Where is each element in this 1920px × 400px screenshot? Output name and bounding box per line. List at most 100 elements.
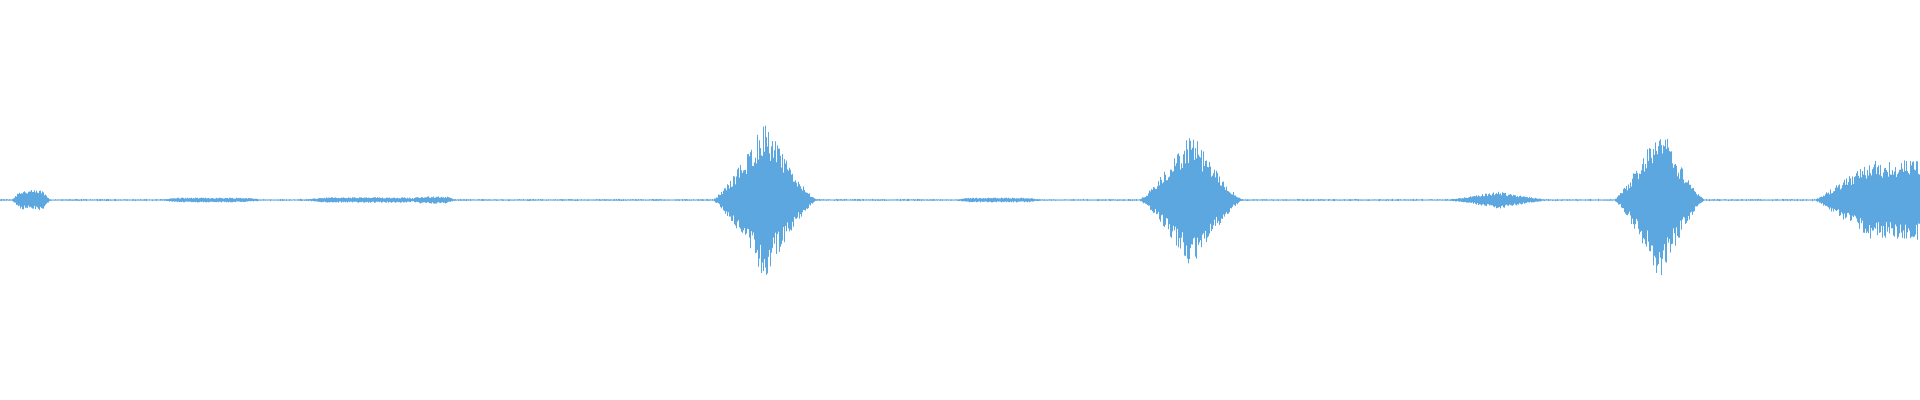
waveform-sample-bar (1535, 197, 1536, 202)
waveform-sample-bar (288, 199, 289, 201)
waveform-sample-bar (1731, 199, 1732, 201)
waveform-sample-bar (134, 199, 135, 201)
waveform-sample-bar (1104, 199, 1105, 201)
waveform-sample-bar (1772, 199, 1773, 202)
waveform-sample-bar (234, 198, 235, 202)
waveform-sample-bar (1779, 199, 1780, 201)
waveform-sample-bar (1328, 199, 1329, 201)
waveform-sample-bar (566, 199, 567, 201)
waveform-sample-bar (284, 199, 285, 201)
waveform-sample-bar (1670, 151, 1671, 253)
waveform-sample-bar (1333, 199, 1334, 202)
waveform-sample-bar (825, 199, 826, 201)
waveform-sample-bar (872, 198, 873, 201)
waveform-sample-bar (1805, 199, 1806, 201)
waveform-sample-bar (302, 199, 303, 201)
waveform-sample-bar (1589, 199, 1590, 201)
waveform-sample-bar (1579, 199, 1580, 201)
waveform-sample-bar (932, 199, 933, 201)
waveform-sample-bar (599, 199, 600, 201)
waveform-sample-bar (396, 198, 397, 203)
waveform-sample-bar (959, 199, 960, 202)
waveform-sample-bar (1048, 199, 1049, 201)
waveform-sample-bar (1681, 167, 1682, 230)
waveform-sample-bar (1381, 199, 1382, 201)
waveform-sample-bar (1622, 193, 1623, 209)
waveform-sample-bar (942, 199, 943, 201)
waveform-sample-bar (1158, 181, 1159, 212)
waveform-sample-bar (1539, 198, 1540, 202)
waveform-sample-bar (1515, 195, 1516, 205)
waveform-sample-bar (521, 199, 522, 201)
waveform-sample-bar (859, 199, 860, 201)
waveform-sample-bar (946, 199, 947, 201)
waveform-sample-bar (851, 199, 852, 201)
waveform-sample-bar (1580, 199, 1581, 201)
waveform-sample-bar (1841, 188, 1842, 213)
waveform-sample-bar (1121, 199, 1122, 201)
waveform-sample-bar (1584, 199, 1585, 201)
waveform-sample-bar (1675, 164, 1676, 246)
waveform-sample-bar (1122, 199, 1123, 201)
waveform-sample-bar (1796, 199, 1797, 201)
waveform-sample-bar (1788, 199, 1789, 201)
waveform-sample-bar (747, 154, 748, 229)
waveform-sample-bar (769, 153, 770, 250)
waveform-sample-bar (1563, 199, 1564, 201)
waveform-sample-bar (598, 199, 599, 201)
waveform-sample-bar (1244, 199, 1245, 201)
waveform-sample-bar (1616, 198, 1617, 202)
waveform-sample-bar (1230, 193, 1231, 209)
waveform-sample-bar (720, 195, 721, 208)
waveform-sample-bar (1518, 197, 1519, 205)
waveform-sample-bar (1192, 147, 1193, 245)
waveform-sample-bar (601, 199, 602, 201)
waveform-sample-bar (29, 191, 30, 208)
waveform-sample-bar (14, 197, 15, 203)
waveform-sample-bar (1043, 199, 1044, 201)
waveform-sample-bar (1184, 150, 1185, 256)
waveform-sample-bar (144, 199, 145, 201)
waveform-sample-bar (1590, 198, 1591, 202)
waveform-sample-bar (727, 184, 728, 216)
waveform-sample-bar (588, 199, 589, 201)
waveform-sample-bar (1265, 199, 1266, 201)
waveform-sample-bar (1786, 199, 1787, 201)
waveform-sample-bar (1887, 172, 1888, 232)
waveform-sample-bar (1025, 198, 1026, 202)
waveform-sample-bar (574, 199, 575, 201)
waveform-sample-bar (336, 197, 337, 203)
waveform-sample-bar (1634, 173, 1635, 229)
waveform-sample-bar (861, 199, 862, 201)
waveform-sample-bar (1916, 161, 1917, 225)
waveform-sample-bar (1889, 162, 1890, 234)
waveform-sample-bar (904, 198, 905, 201)
waveform-sample-bar (1340, 199, 1341, 201)
waveform-sample-bar (611, 199, 612, 201)
waveform-sample-bar (1740, 199, 1741, 201)
waveform-sample-bar (840, 199, 841, 201)
waveform-sample-bar (1187, 149, 1188, 259)
waveform-sample-bar (960, 199, 961, 201)
waveform-sample-bar (1434, 199, 1435, 201)
waveform-sample-bar (58, 199, 59, 201)
waveform-sample-bar (1650, 148, 1651, 252)
waveform-sample-bar (640, 199, 641, 201)
waveform-sample-bar (606, 199, 607, 201)
waveform-sample-bar (22, 193, 23, 210)
waveform-sample-bar (1881, 176, 1882, 226)
waveform-sample-bar (329, 197, 330, 203)
waveform-sample-bar (559, 199, 560, 201)
waveform-sample-bar (320, 198, 321, 202)
waveform-sample-bar (386, 197, 387, 203)
waveform-sample-bar (1755, 199, 1756, 201)
waveform-sample-bar (1493, 192, 1494, 207)
waveform-sample-bar (1299, 198, 1300, 201)
waveform-sample-bar (677, 199, 678, 201)
waveform-sample-bar (690, 199, 691, 201)
waveform-sample-bar (887, 199, 888, 201)
waveform-sample-bar (758, 159, 759, 267)
waveform-sample-bar (1905, 170, 1906, 225)
waveform-sample-bar (1388, 199, 1389, 201)
